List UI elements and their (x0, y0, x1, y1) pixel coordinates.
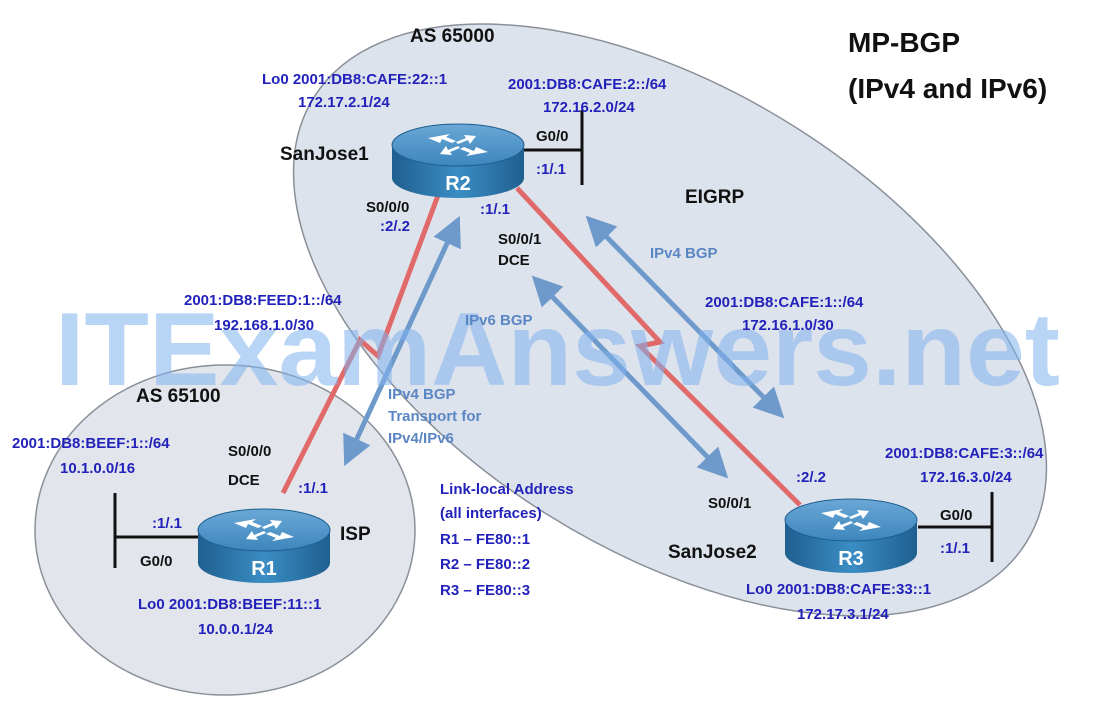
router-badge-r1: R1 (251, 558, 277, 580)
r3-g00-address: :1/.1 (940, 540, 970, 557)
r2-s000-label: S0/0/0 (366, 199, 409, 216)
r1-lan-ipv4: 10.1.0.0/16 (60, 460, 135, 477)
r2-lan-ipv6: 2001:DB8:CAFE:2::/64 (508, 76, 667, 93)
router-arrows-icon (821, 509, 881, 531)
r2-lan-ipv4: 172.16.2.0/24 (543, 99, 635, 116)
r3-s001-address: :2/.2 (796, 469, 826, 486)
link-local-title: Link-local Address (440, 481, 574, 498)
r1-lan-segment (113, 493, 200, 568)
r1-lo0-ipv4: 10.0.0.1/24 (198, 621, 274, 638)
r2-s001-label: S0/0/1 (498, 231, 541, 248)
eigrp-label: EIGRP (685, 187, 744, 208)
router-badge-r3: R3 (838, 548, 864, 570)
bgp-transport-line2: Transport for (388, 408, 482, 425)
router-r2: R2 (391, 123, 525, 198)
r3-lo0-ipv6: Lo0 2001:DB8:CAFE:33::1 (746, 581, 931, 598)
r3-hostname: SanJose2 (668, 542, 757, 563)
r1-dce-label: DCE (228, 472, 260, 489)
r2-hostname: SanJose1 (280, 144, 369, 165)
r2-lan-segment (520, 110, 584, 185)
bgp-transport-line1: IPv4 BGP (388, 386, 456, 403)
as65100-label: AS 65100 (136, 386, 221, 407)
r3-s001-label: S0/0/1 (708, 495, 751, 512)
r1-g00-label: G0/0 (140, 553, 173, 570)
watermark: ITExamAnswers.net (55, 292, 1060, 408)
r3-lan-segment (918, 492, 994, 562)
bgp-transport-line3: IPv4/IPv6 (388, 430, 454, 447)
diagram-title-line1: MP-BGP (848, 27, 960, 58)
ipv6-bgp-arrow-r2-r3 (531, 275, 729, 479)
link-local-r3: R3 – FE80::3 (440, 582, 530, 599)
r2-g00-address: :1/.1 (536, 161, 566, 178)
router-r3: R3 (784, 498, 918, 573)
r2-s001-address: :1/.1 (480, 201, 510, 218)
router-arrows-icon (428, 134, 488, 156)
router-badge-r2: R2 (445, 173, 471, 195)
link-r2-r3-ipv4: 172.16.1.0/30 (742, 317, 834, 334)
r3-lan-ipv4: 172.16.3.0/24 (920, 469, 1012, 486)
ipv4-bgp-arrow-r1-r2 (343, 215, 461, 467)
r2-lo0-ipv6: Lo0 2001:DB8:CAFE:22::1 (262, 71, 447, 88)
link-local-subtitle: (all interfaces) (440, 505, 542, 522)
r1-s000-label: S0/0/0 (228, 443, 271, 460)
r3-g00-label: G0/0 (940, 507, 973, 524)
r1-lo0-ipv6: Lo0 2001:DB8:BEEF:11::1 (138, 596, 321, 613)
link-r1-r2-ipv6: 2001:DB8:FEED:1::/64 (184, 292, 342, 309)
r2-lo0-ipv4: 172.17.2.1/24 (298, 94, 390, 111)
r2-s000-address: :2/.2 (380, 218, 410, 235)
r1-hostname: ISP (340, 524, 371, 545)
r1-lan-ipv6: 2001:DB8:BEEF:1::/64 (12, 435, 170, 452)
r3-lo0-ipv4: 172.17.3.1/24 (797, 606, 889, 623)
link-local-r1: R1 – FE80::1 (440, 531, 530, 548)
router-arrows-icon (234, 519, 294, 541)
diagram-title-line2: (IPv4 and IPv6) (848, 73, 1047, 104)
ipv4-bgp-label: IPv4 BGP (650, 245, 718, 262)
link-r2-r3-ipv6: 2001:DB8:CAFE:1::/64 (705, 294, 864, 311)
link-local-r2: R2 – FE80::2 (440, 556, 530, 573)
r1-s000-address: :1/.1 (298, 480, 328, 497)
r1-g00-address: :1/.1 (152, 515, 182, 532)
ipv6-bgp-label: IPv6 BGP (465, 312, 533, 329)
r2-g00-label: G0/0 (536, 128, 569, 145)
router-r1: R1 (197, 508, 331, 583)
link-local-legend: Link-local Address (all interfaces) R1 –… (440, 481, 574, 599)
link-r1-r2-ipv4: 192.168.1.0/30 (214, 317, 314, 334)
r2-dce-label: DCE (498, 252, 530, 269)
as65000-label: AS 65000 (410, 26, 495, 47)
r3-lan-ipv6: 2001:DB8:CAFE:3::/64 (885, 445, 1044, 462)
